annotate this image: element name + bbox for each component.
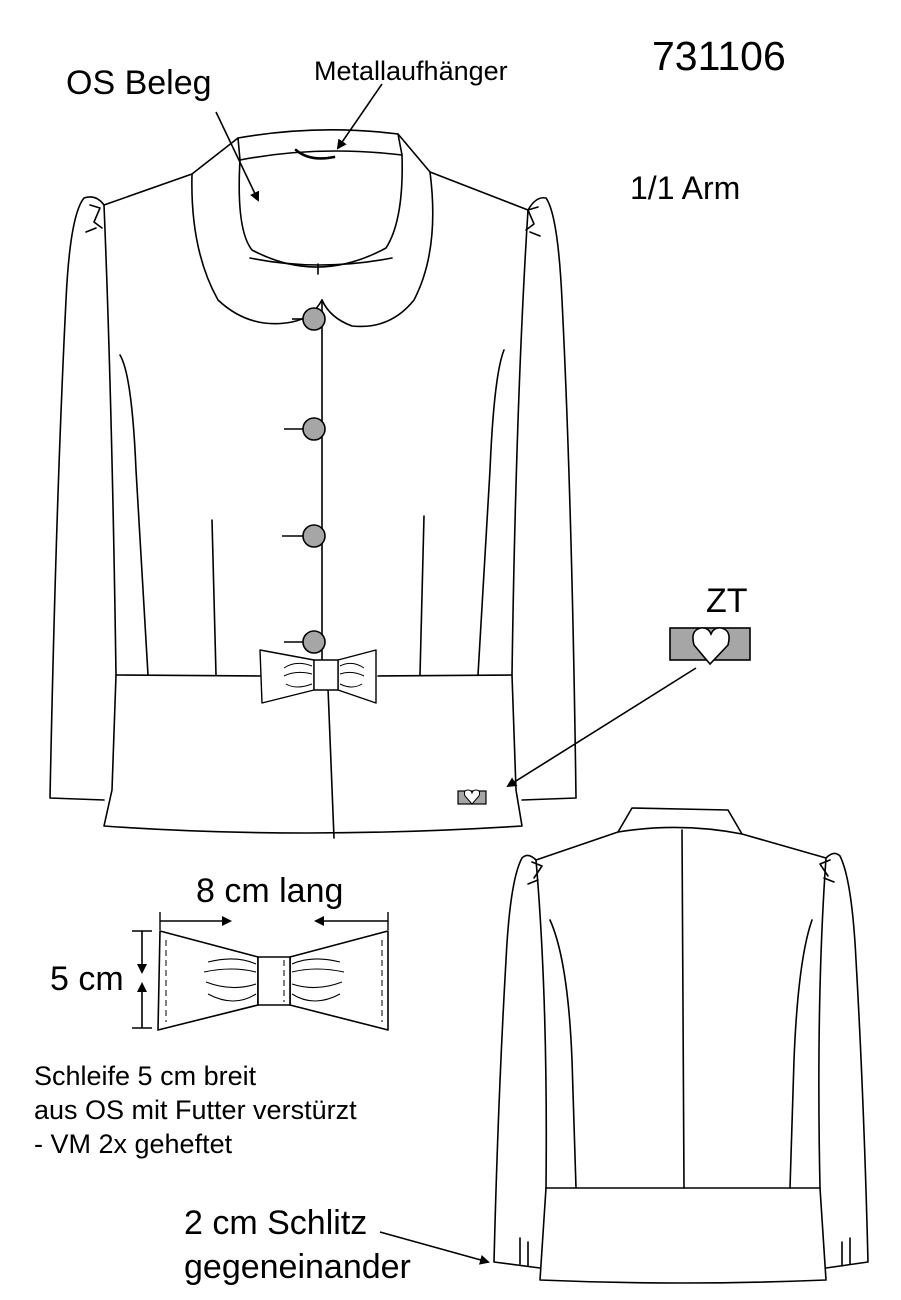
dimension-ticks — [132, 912, 389, 1029]
back-shoulder-right — [741, 833, 827, 859]
button-3 — [302, 524, 326, 548]
hem-tag-heart — [463, 789, 481, 805]
bow-detail-knot — [257, 956, 291, 1006]
arrow-facing — [215, 111, 260, 202]
front-shoulder-right — [429, 171, 529, 211]
zt-tag-label: ZT — [706, 582, 748, 620]
front-bow-left-wing — [259, 649, 315, 704]
back-shoulder-left — [535, 831, 619, 861]
front-shoulder-left — [103, 173, 193, 206]
zt-tag-heart — [692, 627, 730, 666]
front-body-outline — [103, 204, 529, 834]
hanger-label: Metallaufhänger — [314, 56, 508, 86]
bow-note-3: - VM 2x geheftet — [34, 1129, 233, 1159]
slit-note-line-2: gegeneinander — [184, 1248, 411, 1286]
front-view-jacket — [49, 129, 577, 839]
front-sleeve-left-seam — [119, 354, 149, 676]
front-sleeve-right — [521, 196, 577, 801]
back-center-seam — [681, 829, 685, 1189]
metal-hanger-loop — [294, 148, 336, 160]
zt-tag-detail — [669, 627, 751, 666]
style-number: 731106 — [652, 33, 786, 79]
arrow-zt-tag — [506, 667, 697, 788]
back-sleeve-right-pleat — [819, 859, 835, 883]
front-dart-left — [211, 519, 217, 676]
waist-seam — [115, 674, 513, 677]
collar-stand — [237, 129, 403, 161]
bow-detail-left-wing — [157, 930, 259, 1031]
back-sleeve-left-seam — [549, 919, 577, 1189]
slit-note-line-1: 2 cm Schlitz — [184, 1204, 368, 1242]
hem-brand-tag — [457, 789, 487, 805]
button-4 — [302, 630, 326, 654]
front-dart-right — [419, 515, 425, 676]
back-sleeve-slits — [519, 1237, 851, 1267]
peter-pan-collar-left — [191, 137, 323, 325]
bow-length-label: 8 cm lang — [196, 872, 344, 910]
center-front-line — [321, 299, 335, 839]
bow-height-label: 5 cm — [50, 960, 124, 998]
back-sleeve-right — [825, 852, 869, 1269]
back-view-jacket — [493, 807, 869, 1284]
back-sleeve-left — [493, 854, 541, 1269]
bow-note-1: Schleife 5 cm breit — [34, 1061, 257, 1091]
facing-label: OS Beleg — [66, 64, 212, 102]
arrow-hanger — [336, 83, 383, 150]
arrow-slit — [379, 1231, 490, 1265]
front-sleeve-right-pleat — [525, 206, 541, 237]
front-sleeve-right-seam — [477, 349, 505, 676]
bow-detail-folds — [203, 958, 345, 1002]
back-collar — [617, 807, 743, 835]
callout-arrows — [137, 83, 697, 1265]
bow-note-2: aus OS mit Futter verstürzt — [34, 1095, 357, 1125]
bow-detail-stitching — [165, 940, 383, 1022]
front-bow — [259, 649, 377, 704]
front-bow-knot — [313, 659, 339, 691]
collar-facing-lining — [238, 154, 403, 268]
back-body-outline — [535, 857, 827, 1284]
bow-detail — [157, 930, 389, 1031]
button-1 — [302, 307, 326, 331]
front-buttons — [282, 307, 326, 654]
back-sleeve-left-pleat — [527, 861, 543, 885]
back-sleeve-right-seam — [789, 919, 813, 1189]
sleeve-type-label: 1/1 Arm — [630, 170, 741, 206]
front-sleeve-left-pleat — [85, 204, 103, 233]
peter-pan-collar-right — [321, 133, 434, 328]
button-2 — [302, 417, 326, 441]
front-bow-right-wing — [337, 649, 377, 704]
collar-facing-seam — [249, 257, 393, 266]
front-bow-folds — [283, 662, 365, 688]
front-sleeve-left — [49, 196, 105, 801]
bow-detail-right-wing — [289, 930, 389, 1031]
